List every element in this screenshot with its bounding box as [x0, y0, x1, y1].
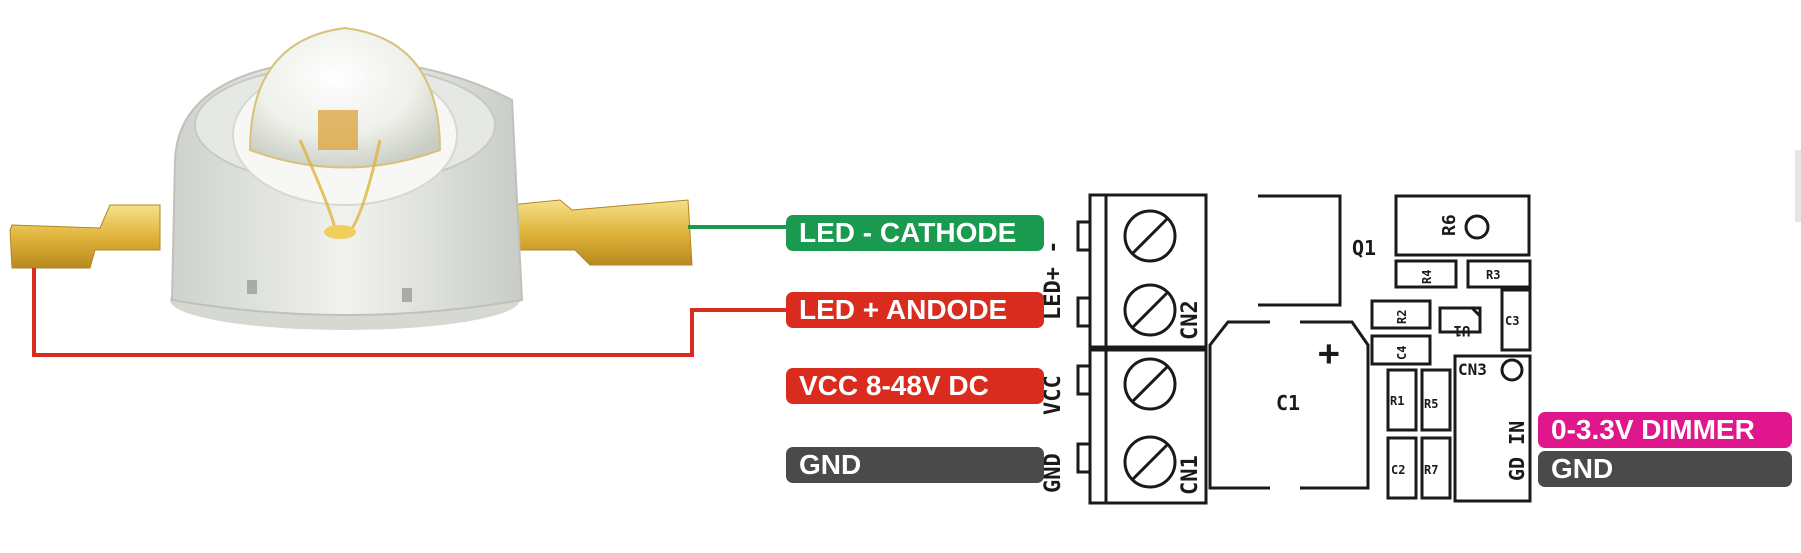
- dimmer-label: 0-3.3V DIMMER: [1538, 412, 1792, 448]
- cn1-vcc-label: VCC: [1041, 375, 1066, 415]
- c1-outline: [1208, 320, 1370, 490]
- edge-divider: [1795, 150, 1801, 222]
- power-led-icon: [9, 26, 693, 330]
- led-cathode-label: LED - CATHODE: [786, 215, 1044, 251]
- c2-label: C2: [1391, 463, 1405, 477]
- c3-label: C3: [1505, 314, 1519, 328]
- cn1-gnd-label: GND: [1041, 453, 1066, 493]
- r5-label: R5: [1424, 397, 1438, 411]
- cn1-terminal: [1088, 348, 1208, 505]
- r6-label: R6: [1439, 214, 1460, 236]
- r1-label: R1: [1390, 394, 1404, 408]
- q1-outline: [1258, 194, 1342, 307]
- gnd-right-label: GND: [1538, 451, 1792, 487]
- pcb-silkscreen: [1076, 193, 1532, 505]
- r4-label: R4: [1420, 270, 1434, 284]
- pcb-labels: LED+ - CN2 VCC GND CN1 + Q1 C1 R6 R4 R3 …: [1041, 214, 1529, 495]
- c1-label: C1: [1276, 391, 1300, 415]
- cn3-label: CN3: [1458, 360, 1487, 379]
- r6-outline: [1394, 194, 1531, 257]
- wires: [32, 225, 790, 357]
- gnd-label: GND: [786, 447, 1044, 483]
- r7-label: R7: [1424, 463, 1438, 477]
- led-anode-label: LED + ANDODE: [786, 292, 1044, 328]
- c4-label: C4: [1395, 346, 1409, 360]
- cap-plus: +: [1318, 333, 1340, 374]
- r2-label: R2: [1395, 310, 1409, 324]
- r3-label: R3: [1486, 268, 1500, 282]
- vcc-label: VCC 8-48V DC: [786, 368, 1044, 404]
- cn2-label: CN2: [1178, 300, 1203, 340]
- cn1-label: CN1: [1178, 455, 1203, 495]
- screw-terminal-icon: [1123, 209, 1177, 489]
- cn3-outline: [1453, 354, 1532, 503]
- cn2-pin-label: LED+ -: [1041, 241, 1066, 320]
- u1-label: U1: [1454, 322, 1471, 338]
- anode-wire: [32, 268, 790, 357]
- q1-label: Q1: [1352, 236, 1376, 260]
- gd-in-label: GD IN: [1505, 421, 1529, 481]
